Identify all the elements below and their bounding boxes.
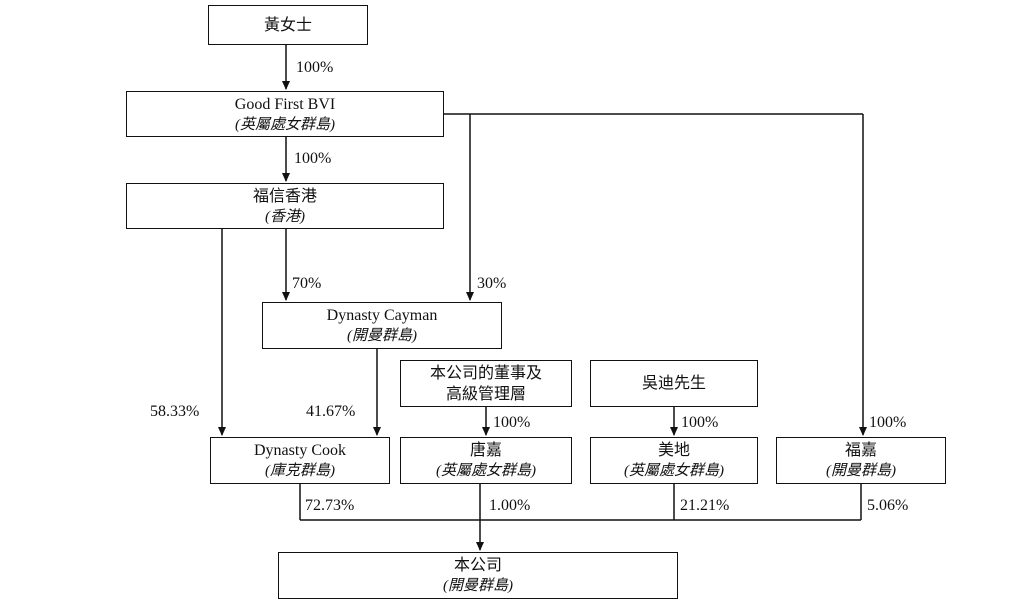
edge-label-fujia-to-company: 5.06% [867, 497, 909, 514]
node-dynasty-cook: Dynasty Cook (庫克群島) [210, 437, 390, 484]
node-fuxin-hk-jurisdiction: (香港) [265, 208, 305, 225]
node-fu-jia: 福嘉 (開曼群島) [776, 437, 946, 484]
node-tang-jia-jurisdiction: (英屬處女群島) [436, 463, 536, 479]
node-the-company-jurisdiction: (開曼群島) [443, 578, 513, 594]
edge-label-wudi-to-meidi: 100% [681, 414, 719, 431]
node-mei-di: 美地 (英屬處女群島) [590, 437, 758, 484]
node-dynasty-cayman: Dynasty Cayman (開曼群島) [262, 302, 502, 349]
edge-label-directors-to-tangjia: 100% [493, 414, 531, 431]
node-the-company: 本公司 (開曼群島) [278, 552, 678, 599]
node-fuxin-hk: 福信香港 (香港) [126, 183, 444, 229]
edge-label-tangjia-to-company: 1.00% [489, 497, 531, 514]
edge-label-meidi-to-company: 21.21% [680, 497, 730, 514]
node-directors-senior-mgmt-label-line1: 本公司的董事及 [429, 364, 542, 382]
node-tang-jia: 唐嘉 (英屬處女群島) [400, 437, 572, 484]
edge-label-cayman-to-cook: 41.67% [306, 403, 356, 420]
edge-label-fuxin-to-cook: 58.33% [150, 403, 200, 420]
node-mei-di-label: 美地 [657, 442, 690, 459]
node-directors-senior-mgmt: 本公司的董事及 高級管理層 [400, 360, 572, 407]
node-dynasty-cook-jurisdiction: (庫克群島) [265, 463, 335, 479]
edge-label-huang-to-good-first: 100% [296, 59, 334, 76]
node-good-first-bvi: Good First BVI (英屬處女群島) [126, 91, 444, 137]
node-ms-huang-label: 黃女士 [263, 16, 312, 34]
node-tang-jia-label: 唐嘉 [469, 442, 502, 459]
edge-label-good-first-to-fujia: 100% [869, 414, 907, 431]
node-dynasty-cook-label: Dynasty Cook [254, 442, 346, 459]
edge-label-fuxin-to-cayman: 70% [292, 275, 322, 292]
node-fuxin-hk-label: 福信香港 [252, 187, 317, 205]
node-the-company-label: 本公司 [453, 557, 502, 574]
node-mr-wu-di-label: 吳迪先生 [641, 375, 706, 392]
edge-label-cook-to-company: 72.73% [305, 497, 355, 514]
node-good-first-bvi-label: Good First BVI [234, 95, 336, 113]
edge-label-good-first-to-cayman: 30% [477, 275, 507, 292]
edge-label-good-first-to-fuxin: 100% [294, 150, 332, 167]
node-good-first-bvi-jurisdiction: (英屬處女群島) [235, 116, 335, 133]
node-fu-jia-jurisdiction: (開曼群島) [826, 463, 896, 479]
node-fu-jia-label: 福嘉 [844, 442, 877, 459]
node-mr-wu-di: 吳迪先生 [590, 360, 758, 407]
node-dynasty-cayman-jurisdiction: (開曼群島) [347, 328, 417, 344]
node-dynasty-cayman-label: Dynasty Cayman [326, 307, 438, 324]
node-ms-huang: 黃女士 [208, 5, 368, 45]
node-mei-di-jurisdiction: (英屬處女群島) [624, 463, 724, 479]
node-directors-senior-mgmt-label-line2: 高級管理層 [445, 385, 526, 403]
